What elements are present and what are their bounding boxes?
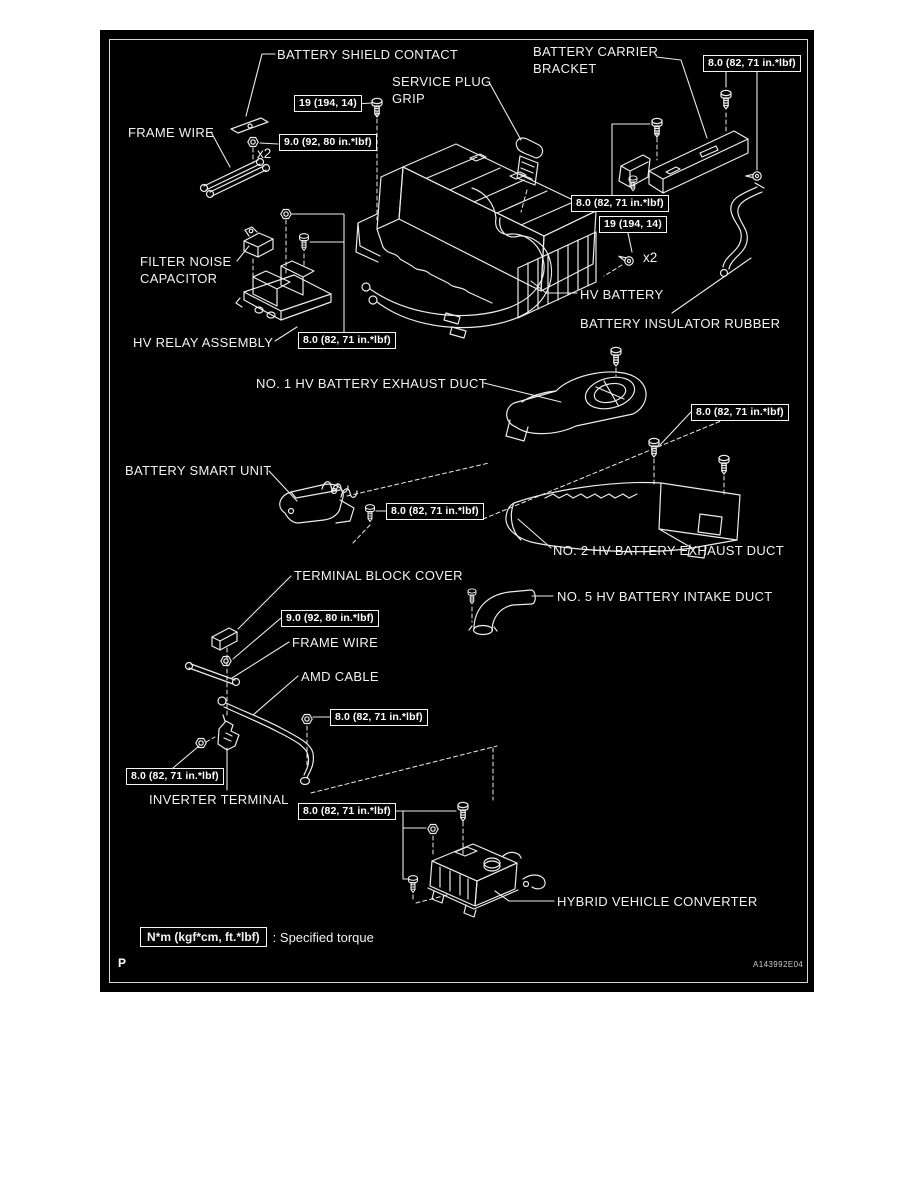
panel-border [109, 39, 808, 983]
label-hybrid-vehicle-converter: HYBRID VEHICLE CONVERTER [557, 894, 758, 909]
torque-unit-box: N*m (kgf*cm, ft.*lbf) [140, 927, 267, 947]
torque-box-hv-relay: 8.0 (82, 71 in.*lbf) [298, 332, 396, 349]
torque-box-terminal-block: 9.0 (92, 80 in.*lbf) [281, 610, 379, 627]
torque-box-service-plug-bolt: 19 (194, 14) [294, 95, 362, 112]
label-battery-shield-contact: BATTERY SHIELD CONTACT [277, 47, 459, 62]
label-frame-wire-lower: FRAME WIRE [292, 635, 379, 650]
torque-box-carrier-bracket-left: 8.0 (82, 71 in.*lbf) [571, 195, 669, 212]
quantity-marker-hv-battery: x2 [643, 250, 658, 265]
torque-box-smart-unit: 8.0 (82, 71 in.*lbf) [386, 503, 484, 520]
label-filter-noise-capacitor-line2: CAPACITOR [140, 271, 218, 286]
torque-legend-description: : Specified torque [272, 929, 374, 945]
label-battery-carrier-bracket-line2: BRACKET [533, 61, 597, 76]
label-frame-wire-top: FRAME WIRE [128, 125, 215, 140]
label-battery-carrier-bracket-line1: BATTERY CARRIER [533, 44, 659, 59]
label-hv-battery: HV BATTERY [580, 287, 664, 302]
torque-box-frame-wire-nut: 9.0 (92, 80 in.*lbf) [279, 134, 377, 151]
torque-box-inverter-terminal: 8.0 (82, 71 in.*lbf) [126, 768, 224, 785]
label-filter-noise-capacitor-line1: FILTER NOISE [140, 254, 232, 269]
torque-box-converter: 8.0 (82, 71 in.*lbf) [298, 803, 396, 820]
torque-box-hv-battery-bolt: 19 (194, 14) [599, 216, 667, 233]
torque-box-no2-duct: 8.0 (82, 71 in.*lbf) [691, 404, 789, 421]
label-inverter-terminal: INVERTER TERMINAL [149, 792, 289, 807]
label-no1-exhaust-duct: NO. 1 HV BATTERY EXHAUST DUCT [256, 376, 487, 391]
label-amd-cable: AMD CABLE [301, 669, 379, 684]
label-no5-intake-duct: NO. 5 HV BATTERY INTAKE DUCT [557, 589, 773, 604]
torque-box-carrier-bracket-right: 8.0 (82, 71 in.*lbf) [703, 55, 801, 72]
label-battery-insulator-rubber: BATTERY INSULATOR RUBBER [580, 316, 781, 331]
figure-code: A143992E04 [753, 960, 804, 969]
label-hv-relay-assembly: HV RELAY ASSEMBLY [133, 335, 274, 350]
torque-legend: N*m (kgf*cm, ft.*lbf) : Specified torque [140, 927, 374, 947]
label-service-plug-grip-line2: GRIP [392, 91, 425, 106]
label-battery-smart-unit: BATTERY SMART UNIT [125, 463, 272, 478]
torque-box-amd-cable: 8.0 (82, 71 in.*lbf) [330, 709, 428, 726]
page-marker: P [118, 956, 127, 970]
quantity-marker-frame-wire: x2 [257, 146, 272, 161]
label-terminal-block-cover: TERMINAL BLOCK COVER [294, 568, 463, 583]
label-service-plug-grip-line1: SERVICE PLUG [392, 74, 492, 89]
label-no2-exhaust-duct: NO. 2 HV BATTERY EXHAUST DUCT [553, 543, 784, 558]
